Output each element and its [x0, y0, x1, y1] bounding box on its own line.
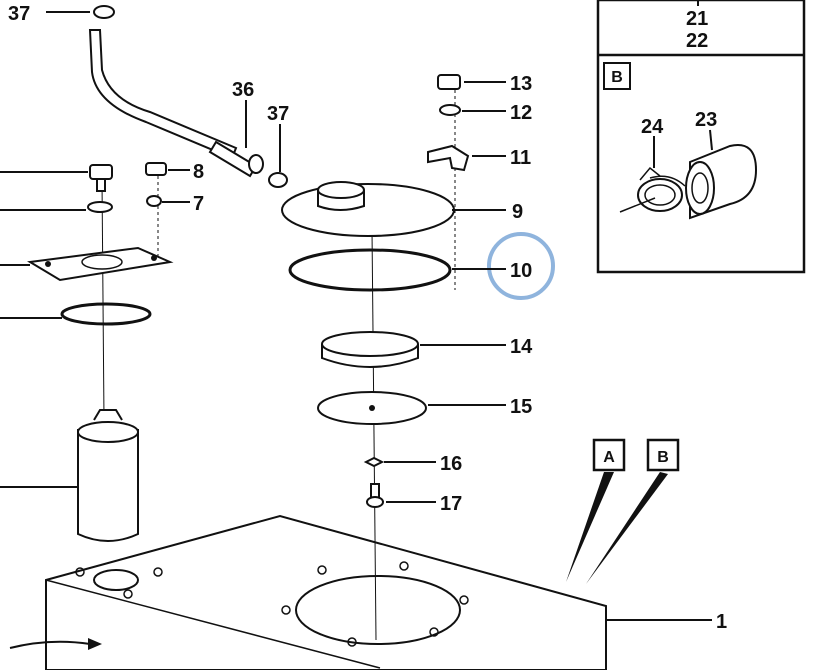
bolt-left [89, 164, 113, 192]
bracket-11 [427, 144, 470, 172]
hose-23 [685, 144, 758, 220]
label-15: 15 [510, 396, 532, 418]
fuel-tank-1 [9, 514, 607, 670]
label-17: 17 [440, 493, 462, 515]
lid-9 [281, 181, 455, 237]
gasket-left [60, 302, 152, 326]
screw-17 [366, 483, 384, 508]
clamp-37 [268, 172, 288, 188]
label-14: 14 [510, 336, 533, 358]
label-36: 36 [232, 79, 254, 101]
detail-box-letter: B [611, 69, 623, 86]
label-13: 13 [510, 73, 532, 95]
hose-36 [208, 140, 264, 178]
label-9: 9 [512, 201, 523, 223]
label-23: 23 [695, 109, 717, 131]
filter-cartridge [77, 409, 139, 542]
clip-7 [146, 195, 162, 207]
label-1: 1 [716, 611, 727, 633]
ring-14 [321, 331, 419, 368]
hose-top-left [88, 5, 238, 160]
filter-base [27, 246, 174, 282]
label-21: 21 [686, 8, 708, 30]
nut-8 [145, 162, 167, 176]
label-12: 12 [510, 102, 532, 124]
washer-left [87, 201, 113, 213]
label-24: 24 [641, 116, 664, 138]
label-11: 11 [510, 147, 531, 169]
label-37-top: 37 [8, 3, 30, 25]
leader-lines [0, 11, 712, 621]
label-37: 37 [267, 103, 289, 125]
svg-text:B: B [657, 449, 669, 466]
hose-clamp-24 [619, 166, 686, 213]
label-7: 7 [193, 193, 204, 215]
highlight-circle [487, 232, 555, 300]
plate-15 [317, 391, 427, 425]
svg-text:A: A [603, 449, 615, 466]
view-marker-a: A [566, 438, 626, 582]
label-10: 10 [510, 260, 532, 282]
label-22: 22 [686, 30, 708, 52]
washer-12 [439, 104, 461, 116]
clip-16 [363, 456, 385, 468]
view-marker-b: B [586, 438, 680, 584]
nut-13 [437, 74, 461, 90]
gasket-10 [288, 248, 452, 292]
label-8: 8 [193, 161, 204, 183]
detail-box-b: 21 22 B 24 23 [596, 0, 806, 274]
label-16: 16 [440, 453, 462, 475]
